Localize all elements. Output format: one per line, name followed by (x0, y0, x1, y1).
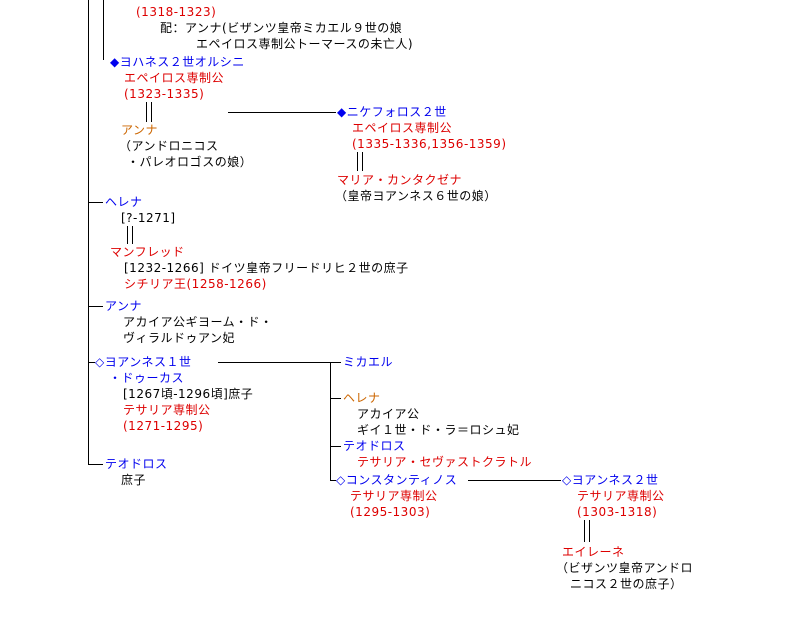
person-konstantinos-reign: (1295-1303) (350, 505, 431, 519)
connector-tick-theodoros2 (88, 464, 103, 465)
person-ioannes1-doukas-name: ◇ヨアンネス１世 (95, 354, 192, 370)
person-theodoros1-title: テサリア・セヴァストクラトル (357, 455, 533, 469)
person-theodoros2-name: テオドロス (105, 457, 168, 471)
marriage-bar-helena1-manfred (127, 226, 133, 244)
person-eirene-desc2: ニコス２世の庶子） (570, 577, 683, 591)
person-anna-palaiologina-desc2: ・パレオロゴスの娘） (127, 155, 253, 169)
hollow-diamond-icon: ◇ (95, 355, 105, 369)
person-maria-kantakouzene-name: マリア・カンタクゼナ (337, 173, 463, 187)
connector-tick-theodoros1 (330, 446, 341, 447)
person-anna2-desc2: ヴィラルドゥアン妃 (123, 331, 236, 345)
connector-ioannes1-to-children (218, 362, 341, 363)
marriage-bar-orsini-anna (146, 102, 152, 122)
person-anna2-desc1: アカイア公ギヨーム・ド・ (123, 315, 273, 329)
person-eirene-desc1: （ビザンツ皇帝アンドロ (556, 561, 694, 575)
top-partial-consort-line2: エペイロス専制公トーマースの未亡人) (196, 37, 414, 51)
person-manfred-desc: [1232-1266] ドイツ皇帝フリードリヒ２世の庶子 (124, 261, 409, 275)
marriage-bar-ioannes2-eirene (584, 520, 590, 542)
connector-orsini-to-nikephoros2 (228, 112, 336, 113)
person-nikephoros2-reign: (1335-1336,1356-1359) (352, 137, 507, 151)
person-name-text: ヨアンネス１世 (104, 355, 192, 369)
person-nikephoros2-title: エペイロス専制公 (352, 121, 453, 135)
connector-tick-ioannes1 (88, 362, 95, 363)
person-name-text: ニケフォロス２世 (346, 105, 447, 119)
connector-konstantinos-to-ioannes2 (468, 480, 561, 481)
top-partial-reign: (1318-1323) (136, 5, 217, 19)
person-ioannes2-thessaly-title: テサリア専制公 (577, 489, 665, 503)
connector-tick-helena2 (330, 398, 341, 399)
marriage-bar-nikephoros2-maria (357, 152, 363, 171)
person-ioannes1-doukas-title: テサリア専制公 (123, 403, 211, 417)
connector-tick-konstantinos (330, 480, 336, 481)
filled-diamond-icon: ◆ (110, 55, 120, 69)
person-helena1-dates: [?-1271] (121, 211, 176, 225)
person-name-text: ヨハネス２世オルシニ (119, 55, 245, 69)
person-helena1-name: ヘレナ (105, 195, 143, 209)
hollow-diamond-icon: ◇ (562, 473, 572, 487)
person-anna-palaiologina-desc1: （アンドロニコス (119, 139, 219, 153)
person-ioannes2-orsini-name: ◆ヨハネス２世オルシニ (110, 54, 245, 70)
connector-tick-anna2 (88, 306, 103, 307)
person-manfred-title: シチリア王(1258-1266) (124, 277, 267, 291)
connector-top-branch (103, 0, 104, 60)
person-konstantinos-title: テサリア専制公 (350, 489, 438, 503)
person-ioannes1-doukas-name2: ・ドゥーカス (109, 371, 185, 385)
connector-tick-helena1 (88, 202, 103, 203)
person-name-text: コンスタンティノス (345, 473, 458, 487)
person-eirene-name: エイレーネ (562, 545, 625, 559)
person-michael-name: ミカエル (343, 355, 394, 369)
person-manfred-name: マンフレッド (110, 245, 185, 259)
person-nikephoros2-name: ◆ニケフォロス２世 (337, 104, 447, 120)
filled-diamond-icon: ◆ (337, 105, 347, 119)
connector-main-trunk (88, 0, 89, 465)
person-name-text: ヨアンネス２世 (571, 473, 659, 487)
person-helena2-desc1: アカイア公 (357, 407, 420, 421)
connector-children-trunk (330, 362, 331, 480)
person-konstantinos-name: ◇コンスタンティノス (336, 472, 457, 488)
person-ioannes1-doukas-dates: [1267頃-1296頃]庶子 (123, 387, 254, 401)
person-ioannes2-orsini-reign: (1323-1335) (124, 87, 205, 101)
hollow-diamond-icon: ◇ (336, 473, 346, 487)
person-ioannes2-thessaly-reign: (1303-1318) (577, 505, 658, 519)
person-maria-kantakouzene-desc: （皇帝ヨアンネス６世の娘） (335, 189, 497, 203)
person-helena2-desc2: ギイ１世・ド・ラ＝ロシュ妃 (357, 423, 520, 437)
person-theodoros1-name: テオドロス (343, 439, 406, 453)
person-anna-palaiologina-name: アンナ (121, 123, 159, 137)
person-helena2-name: ヘレナ (343, 391, 381, 405)
person-ioannes1-doukas-reign: (1271-1295) (123, 419, 204, 433)
person-theodoros2-desc: 庶子 (121, 473, 147, 487)
person-anna2-name: アンナ (105, 299, 143, 313)
person-ioannes2-orsini-title: エペイロス専制公 (124, 71, 225, 85)
person-ioannes2-thessaly-name: ◇ヨアンネス２世 (562, 472, 659, 488)
top-partial-consort-line1: 配：アンナ(ビザンツ皇帝ミカエル９世の娘 (160, 21, 403, 35)
